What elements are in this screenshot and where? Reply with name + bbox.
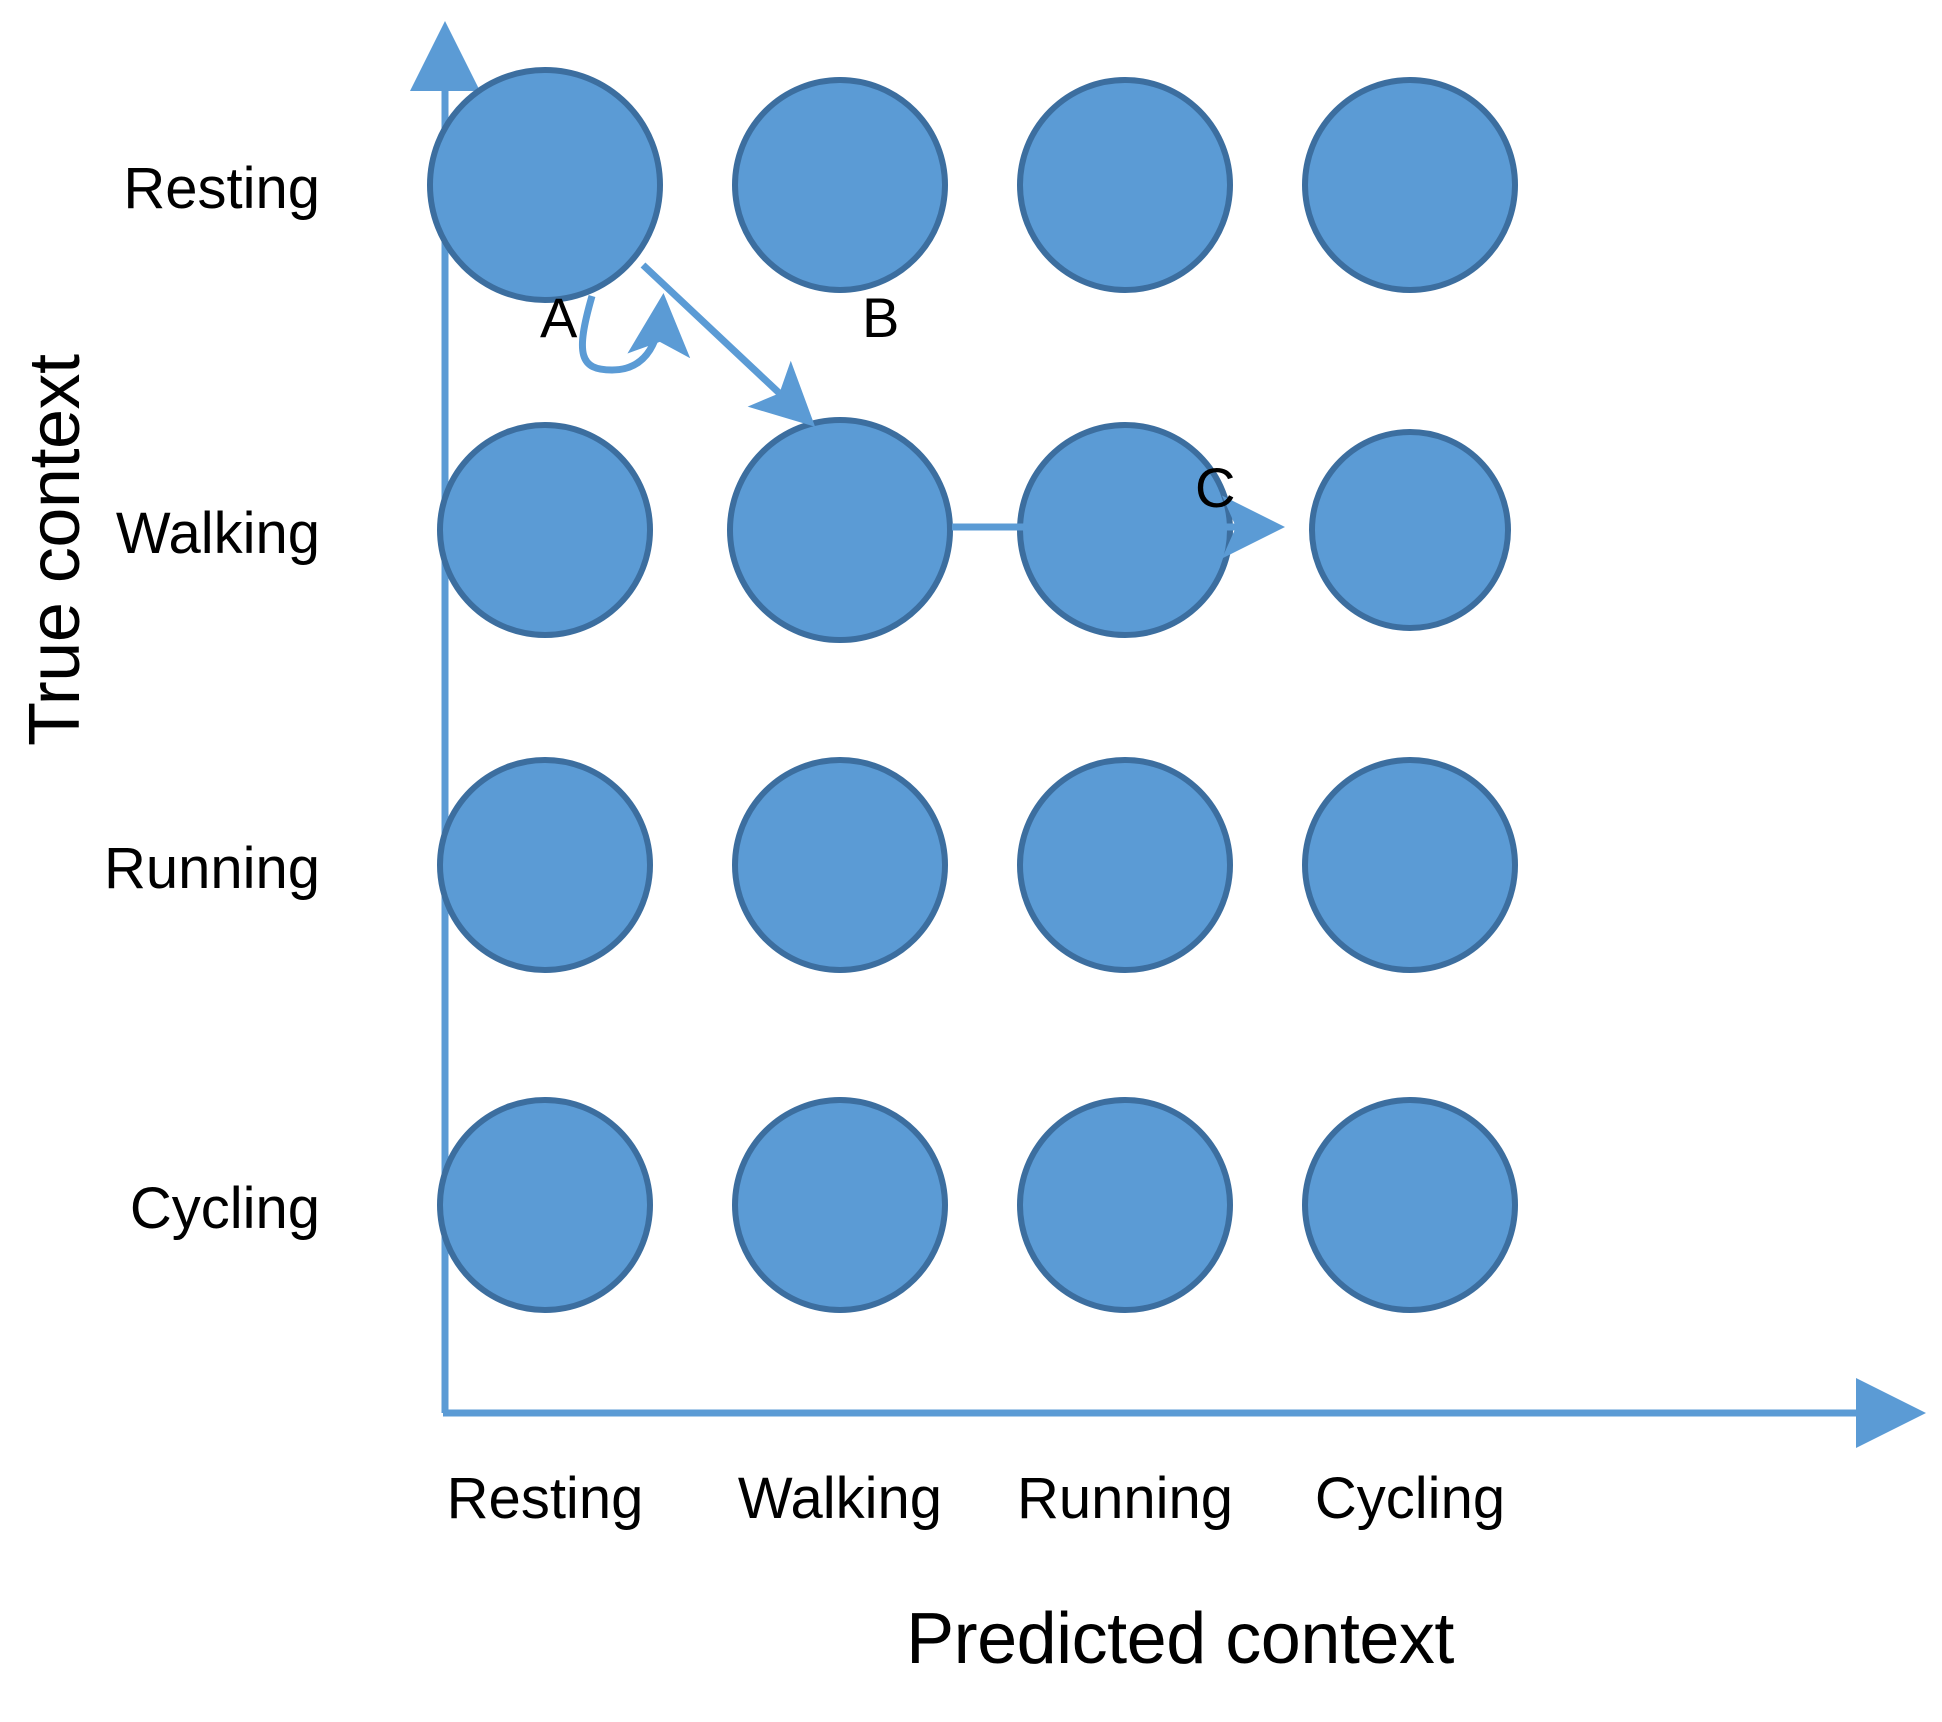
y-tick-label-running: Running	[103, 836, 320, 901]
node-walking-resting[interactable]	[437, 422, 653, 638]
node-resting-walking[interactable]	[732, 77, 948, 293]
node-resting-running[interactable]	[1017, 77, 1233, 293]
edge-label-b: B	[862, 286, 900, 349]
edge-b-arrow[interactable]	[640, 262, 816, 427]
node-row-resting	[427, 67, 1518, 303]
node-walking-cycling[interactable]	[1309, 429, 1511, 631]
y-tick-label-resting: Resting	[123, 156, 320, 221]
node-walking-walking[interactable]	[727, 417, 953, 643]
y-tick-label-cycling: Cycling	[129, 1176, 320, 1241]
node-running-resting[interactable]	[437, 757, 653, 973]
node-resting-cycling[interactable]	[1302, 77, 1518, 293]
y-tick-label-walking: Walking	[115, 501, 320, 566]
node-row-cycling	[437, 1097, 1518, 1313]
transition-arrows	[578, 262, 1285, 559]
x-tick-label-running: Running	[1016, 1466, 1234, 1531]
edge-label-a: A	[540, 286, 578, 349]
node-running-cycling[interactable]	[1302, 757, 1518, 973]
node-running-running[interactable]	[1017, 757, 1233, 973]
node-resting-resting[interactable]	[427, 67, 663, 303]
x-axis-title: Predicted context	[906, 1599, 1454, 1679]
x-tick-label-walking: Walking	[737, 1466, 943, 1531]
node-cycling-cycling[interactable]	[1302, 1097, 1518, 1313]
x-tick-label-cycling: Cycling	[1314, 1466, 1506, 1531]
node-running-walking[interactable]	[732, 757, 948, 973]
y-axis-title: True context	[15, 354, 95, 746]
x-tick-label-resting: Resting	[446, 1466, 644, 1531]
node-cycling-resting[interactable]	[437, 1097, 653, 1313]
edge-a-self-loop[interactable]	[578, 293, 691, 374]
node-cycling-running[interactable]	[1017, 1097, 1233, 1313]
node-row-running	[437, 757, 1518, 973]
node-cycling-walking[interactable]	[732, 1097, 948, 1313]
edge-label-c: C	[1195, 456, 1236, 519]
